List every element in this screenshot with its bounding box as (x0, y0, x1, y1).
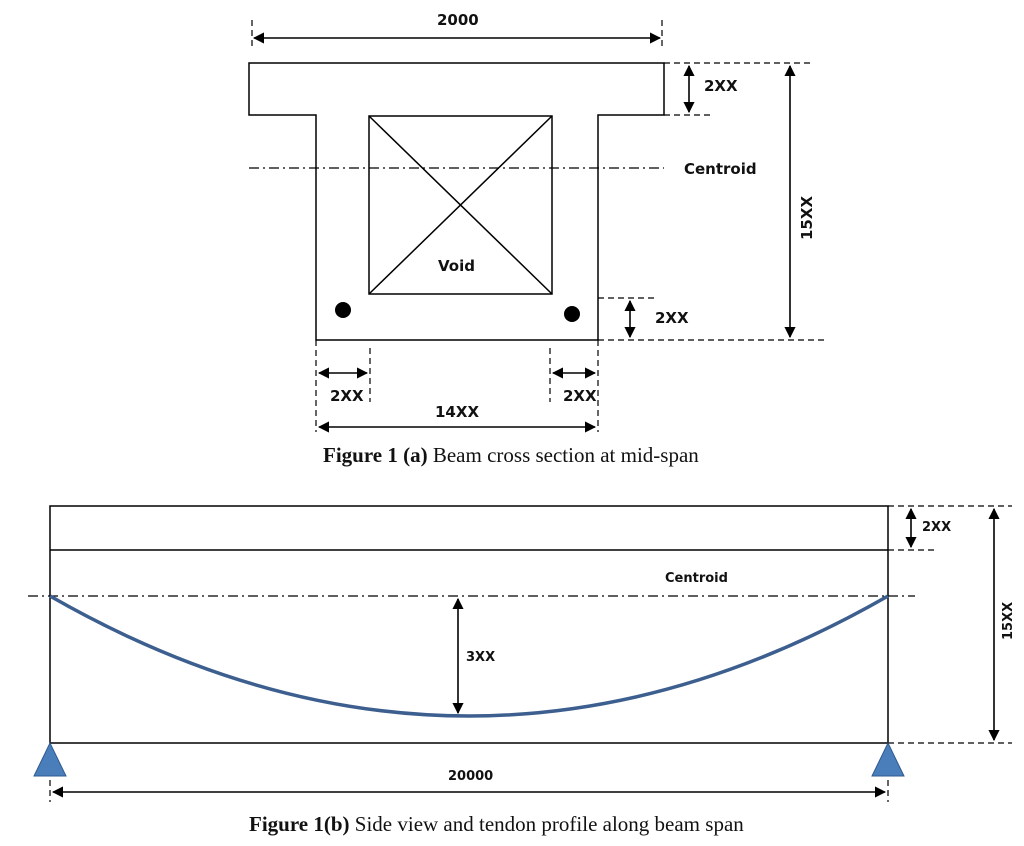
centroid-label-b: Centroid (665, 571, 728, 586)
caption-a: Figure 1 (a) Beam cross section at mid-s… (323, 443, 699, 467)
dim-total-height-label: 15XX (798, 196, 816, 240)
beam-side-outline (49, 505, 889, 744)
dim-web-width-label: 14XX (435, 403, 479, 421)
figure-b-side-view: Centroid 3XX 2XX 15XX 20000 Figure 1(b) … (28, 505, 1016, 836)
dim-span-label: 20000 (448, 769, 493, 784)
tendon-right (564, 306, 580, 322)
support-right (871, 741, 905, 777)
dim-tendon-cover-label: 2XX (655, 309, 689, 327)
tendon-left (335, 302, 351, 318)
centroid-label-a: Centroid (684, 160, 757, 178)
support-left (33, 741, 67, 777)
dim-right-offset-label: 2XX (563, 387, 597, 405)
figure-a-cross-section: Void Centroid 2000 2XX 15XX 2XX 2XX (248, 11, 828, 467)
dim-sag-label: 3XX (466, 650, 495, 665)
dim-left-offset-label: 2XX (330, 387, 364, 405)
dim-total-height-b-label: 15XX (1001, 602, 1016, 640)
void-label: Void (438, 257, 475, 275)
tendon-profile (49, 594, 889, 718)
void-box (368, 115, 553, 295)
dim-flange-thickness-b-label: 2XX (922, 520, 951, 535)
dim-flange-thickness-label: 2XX (704, 77, 738, 95)
dim-top-width-label: 2000 (437, 11, 479, 29)
caption-b: Figure 1(b) Side view and tendon profile… (249, 812, 744, 836)
